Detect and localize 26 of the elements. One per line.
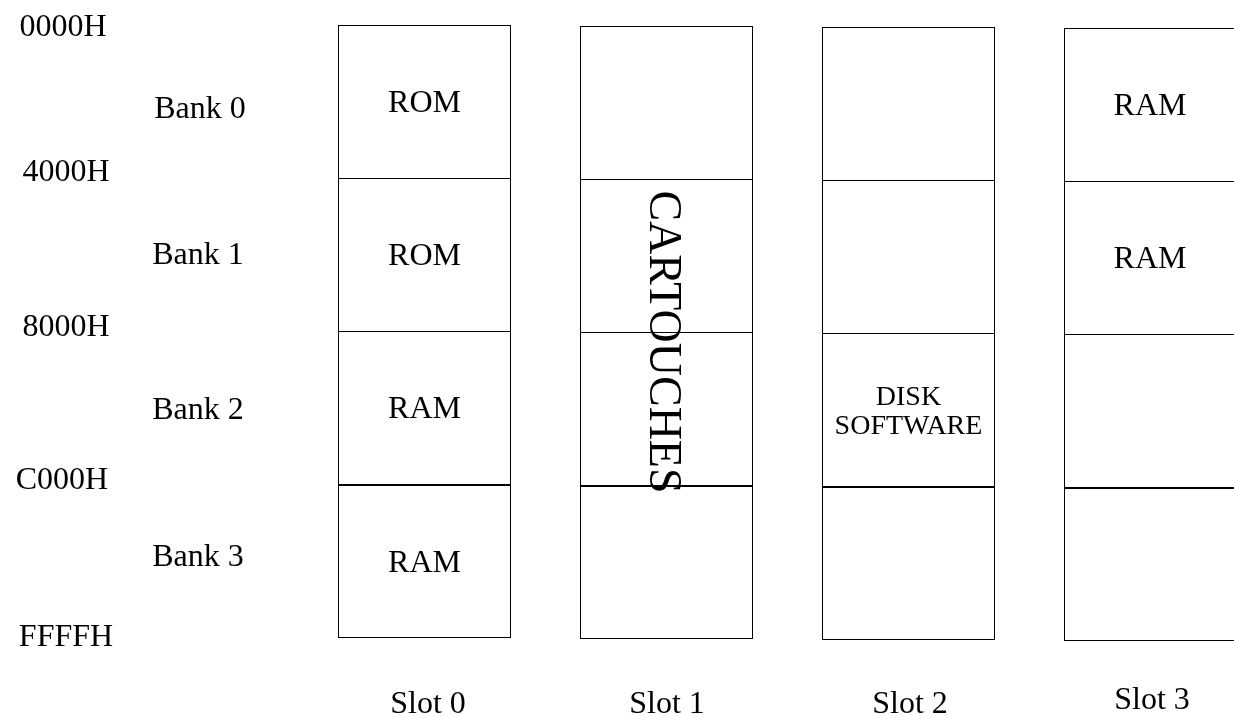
memory-cell: RAM	[338, 331, 511, 485]
address-label: FFFFH	[18, 616, 114, 654]
address-label: C000H	[15, 459, 109, 497]
memory-cell	[1064, 334, 1234, 488]
address-label: 4000H	[22, 151, 110, 189]
address-label: 0000H	[19, 6, 107, 44]
bank-label: Bank 3	[152, 536, 244, 574]
slot-label: Slot 1	[629, 683, 705, 718]
memory-cell: DISK SOFTWARE	[822, 333, 995, 487]
slot-label: Slot 0	[390, 683, 466, 718]
memory-cell: ROM	[338, 178, 511, 332]
slot-label: Slot 3	[1114, 679, 1190, 717]
memory-cell: RAM	[1064, 28, 1234, 182]
memory-cell	[580, 26, 753, 180]
bank-label: Bank 1	[152, 234, 244, 272]
bank-label: Bank 2	[152, 389, 244, 427]
memory-cell	[822, 27, 995, 181]
memory-cell	[822, 487, 995, 640]
address-label: 8000H	[22, 306, 110, 344]
bank-label: Bank 0	[154, 88, 246, 126]
vertical-label: CARTOUCHES	[638, 190, 692, 494]
memory-cell	[1064, 488, 1234, 641]
memory-cell	[822, 180, 995, 334]
memory-cell: ROM	[338, 25, 511, 179]
slot-label: Slot 2	[872, 683, 948, 718]
memory-cell: RAM	[338, 485, 511, 638]
